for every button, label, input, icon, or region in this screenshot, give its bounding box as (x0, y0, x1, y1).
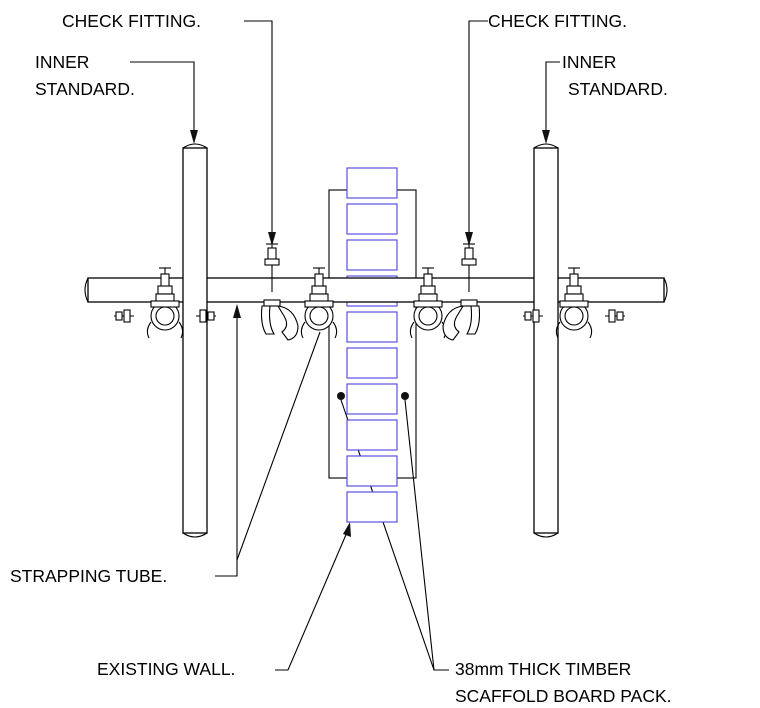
coupler-bolt-right-outer-2 (604, 309, 626, 323)
inner-standard-left-label-line1: INNER (35, 52, 89, 72)
strapping-tube-label: STRAPPING TUBE. (10, 566, 167, 586)
inner-standard-left-label-line2: STANDARD. (35, 79, 135, 99)
existing-wall-label: EXISTING WALL. (97, 659, 235, 679)
arrowhead-check-fitting-right (465, 232, 473, 246)
leader-strapping-tube (215, 312, 238, 577)
arrowhead-existing-wall (343, 522, 351, 537)
leader-strapping-tube-2 (236, 331, 321, 561)
board-pack-label-line2: SCAFFOLD BOARD PACK. (455, 686, 672, 706)
leader-check-fitting-right (468, 20, 488, 240)
board-pack-label-line1: 38mm THICK TIMBER (455, 659, 631, 679)
coupler-bolt-left-outer-2 (113, 309, 135, 323)
check-fitting-right-label: CHECK FITTING. (488, 11, 627, 31)
fixing-right-dot (401, 392, 409, 400)
leader-inner-standard-right (545, 61, 560, 135)
leader-inner-standard-left (130, 61, 195, 135)
fixing-left-dot (337, 392, 345, 400)
existing-wall-blocks (346, 167, 398, 523)
arrowhead-inner-standard-right (542, 130, 550, 144)
arrowhead-check-fitting-left (268, 232, 276, 246)
arrowhead-strapping-tube (233, 304, 241, 318)
check-fitting-left-label: CHECK FITTING. (62, 11, 201, 31)
inner-standard-right-label-line1: INNER (562, 52, 616, 72)
leader-existing-wall (275, 529, 349, 671)
inner-standard-right-label-line2: STANDARD. (568, 79, 668, 99)
leader-board-pack-2 (404, 399, 435, 671)
leader-check-fitting-left (244, 20, 273, 240)
inner-standard-right (533, 143, 559, 538)
inner-standard-left (182, 143, 208, 538)
arrowhead-inner-standard-left (190, 130, 198, 144)
